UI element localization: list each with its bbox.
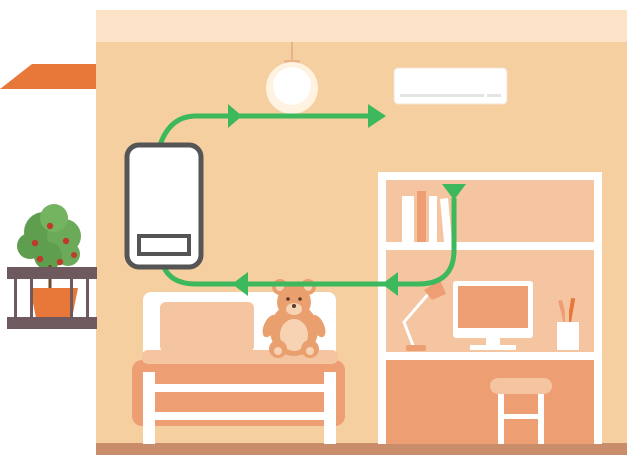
floor	[96, 443, 627, 455]
heat-pump-unit	[127, 145, 201, 267]
wall-air-conditioner	[394, 68, 507, 104]
ceiling-strip	[96, 10, 627, 42]
